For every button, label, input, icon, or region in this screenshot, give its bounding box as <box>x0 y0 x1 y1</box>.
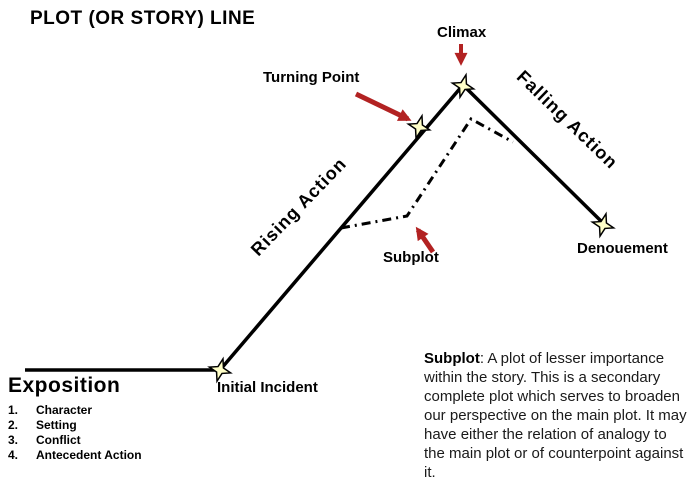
subplot-definition: Subplot: A plot of lesser importance wit… <box>424 349 688 482</box>
exposition-item-number: 2. <box>8 418 19 432</box>
denouement-label: Denouement <box>577 240 668 257</box>
turning-point-label: Turning Point <box>263 69 360 86</box>
subplot-definition-term: Subplot <box>424 350 480 367</box>
climax-label: Climax <box>437 24 487 41</box>
climax-star-icon <box>450 72 476 100</box>
subplot-label: Subplot <box>383 249 439 266</box>
exposition-item-label: Character <box>36 403 93 417</box>
subplot-definition-body: : A plot of lesser importance within the… <box>424 350 687 481</box>
turning-point-star-icon <box>406 113 432 141</box>
diagram-title: PLOT (OR STORY) LINE <box>30 8 256 29</box>
story-line <box>25 82 606 372</box>
exposition-item: 3. Conflict <box>8 433 268 448</box>
exposition-section: Exposition 1. Character 2. Setting 3. Co… <box>8 374 268 463</box>
exposition-item-number: 4. <box>8 448 19 462</box>
initial-incident-star-icon <box>207 356 233 384</box>
turning-point-arrow <box>354 91 412 122</box>
exposition-item-label: Setting <box>36 418 77 432</box>
exposition-item: 4. Antecedent Action <box>8 448 268 463</box>
exposition-item-number: 1. <box>8 403 19 417</box>
exposition-item-label: Antecedent Action <box>36 448 142 462</box>
initial-incident-label: Initial Incident <box>217 379 318 396</box>
exposition-item-label: Conflict <box>36 433 81 447</box>
subplot-line <box>340 117 514 230</box>
exposition-item: 1. Character <box>8 403 268 418</box>
exposition-item-number: 3. <box>8 433 19 447</box>
denouement-star-icon <box>590 211 616 239</box>
exposition-item: 2. Setting <box>8 418 268 433</box>
subplot-arrow <box>415 226 436 254</box>
exposition-heading: Exposition <box>8 374 121 397</box>
